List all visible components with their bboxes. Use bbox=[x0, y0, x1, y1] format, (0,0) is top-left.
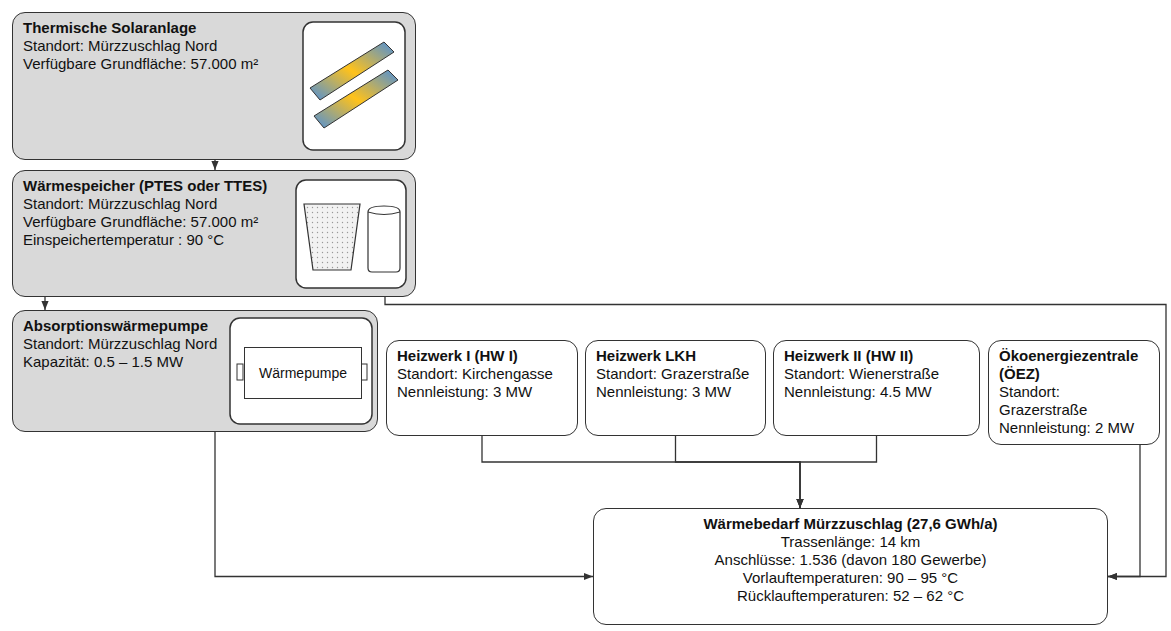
flow-arrow bbox=[676, 436, 801, 508]
box-heading: Wärmespeicher (PTES oder TTES) bbox=[23, 177, 301, 195]
component-box: Ökoenergiezentrale (ÖEZ)Standort: Grazer… bbox=[988, 340, 1160, 445]
box-text: Standort: Mürzzuschlag Nord bbox=[23, 37, 308, 55]
box-text: Standort: Kirchengasse bbox=[397, 365, 567, 383]
flow-arrow bbox=[214, 160, 215, 170]
box-text: Nennleistung: 3 MW bbox=[397, 383, 567, 401]
box-heading: Heizwerk II (HW II) bbox=[784, 347, 969, 365]
component-box: Thermische SolaranlageStandort: Mürzzusc… bbox=[12, 12, 416, 160]
box-text: Standort: Wienerstraße bbox=[784, 365, 969, 383]
flow-arrow bbox=[215, 432, 593, 577]
box-text: Rücklauftemperaturen: 52 – 62 °C bbox=[604, 587, 1097, 605]
box-text: Standort: Mürzzuschlag Nord bbox=[23, 195, 301, 213]
flow-arrow bbox=[44, 297, 45, 310]
box-text: Standort: Grazerstraße bbox=[999, 383, 1149, 419]
box-text: Nennleistung: 3 MW bbox=[596, 383, 755, 401]
flow-arrow bbox=[800, 436, 877, 508]
box-text: Vorlauftemperaturen: 90 – 95 °C bbox=[604, 569, 1097, 587]
flow-arrow bbox=[1108, 445, 1140, 577]
box-heading: Absorptionswärmepumpe bbox=[23, 317, 228, 335]
box-text: Nennleistung: 2 MW bbox=[999, 419, 1149, 437]
box-text: Anschlüsse: 1.536 (davon 180 Gewerbe) bbox=[604, 551, 1097, 569]
box-text: Kapazität: 0.5 – 1.5 MW bbox=[23, 353, 228, 371]
pump-box: Wärmepumpe bbox=[244, 347, 362, 399]
box-text: Standort: Grazerstraße bbox=[596, 365, 755, 383]
box-text: Nennleistung: 4.5 MW bbox=[784, 383, 969, 401]
component-box: Heizwerk II (HW II)Standort: Wienerstraß… bbox=[773, 340, 980, 436]
component-box: Wärmebedarf Mürzzuschlag (27,6 GWh/a)Tra… bbox=[593, 508, 1108, 625]
box-text: Verfügbare Grundfläche: 57.000 m² bbox=[23, 213, 301, 231]
box-heading: Thermische Solaranlage bbox=[23, 19, 308, 37]
component-box: Wärmespeicher (PTES oder TTES)Standort: … bbox=[12, 170, 416, 297]
box-text: Wärmepumpe bbox=[259, 364, 347, 382]
box-text: Einspeichertemperatur : 90 °C bbox=[23, 231, 301, 249]
box-heading: Wärmebedarf Mürzzuschlag (27,6 GWh/a) bbox=[604, 515, 1097, 533]
box-heading: Ökoenergiezentrale (ÖEZ) bbox=[999, 347, 1149, 383]
component-box: AbsorptionswärmepumpeStandort: Mürzzusch… bbox=[12, 310, 378, 432]
component-box: Heizwerk LKHStandort: GrazerstraßeNennle… bbox=[585, 340, 766, 436]
flow-arrow bbox=[482, 436, 800, 508]
box-text: Standort: Mürzzuschlag Nord bbox=[23, 335, 228, 353]
box-text: Trassenlänge: 14 km bbox=[604, 533, 1097, 551]
component-box: Heizwerk I (HW I)Standort: KirchengasseN… bbox=[386, 340, 578, 436]
box-heading: Heizwerk LKH bbox=[596, 347, 755, 365]
box-text: Verfügbare Grundfläche: 57.000 m² bbox=[23, 55, 308, 73]
box-heading: Heizwerk I (HW I) bbox=[397, 347, 567, 365]
